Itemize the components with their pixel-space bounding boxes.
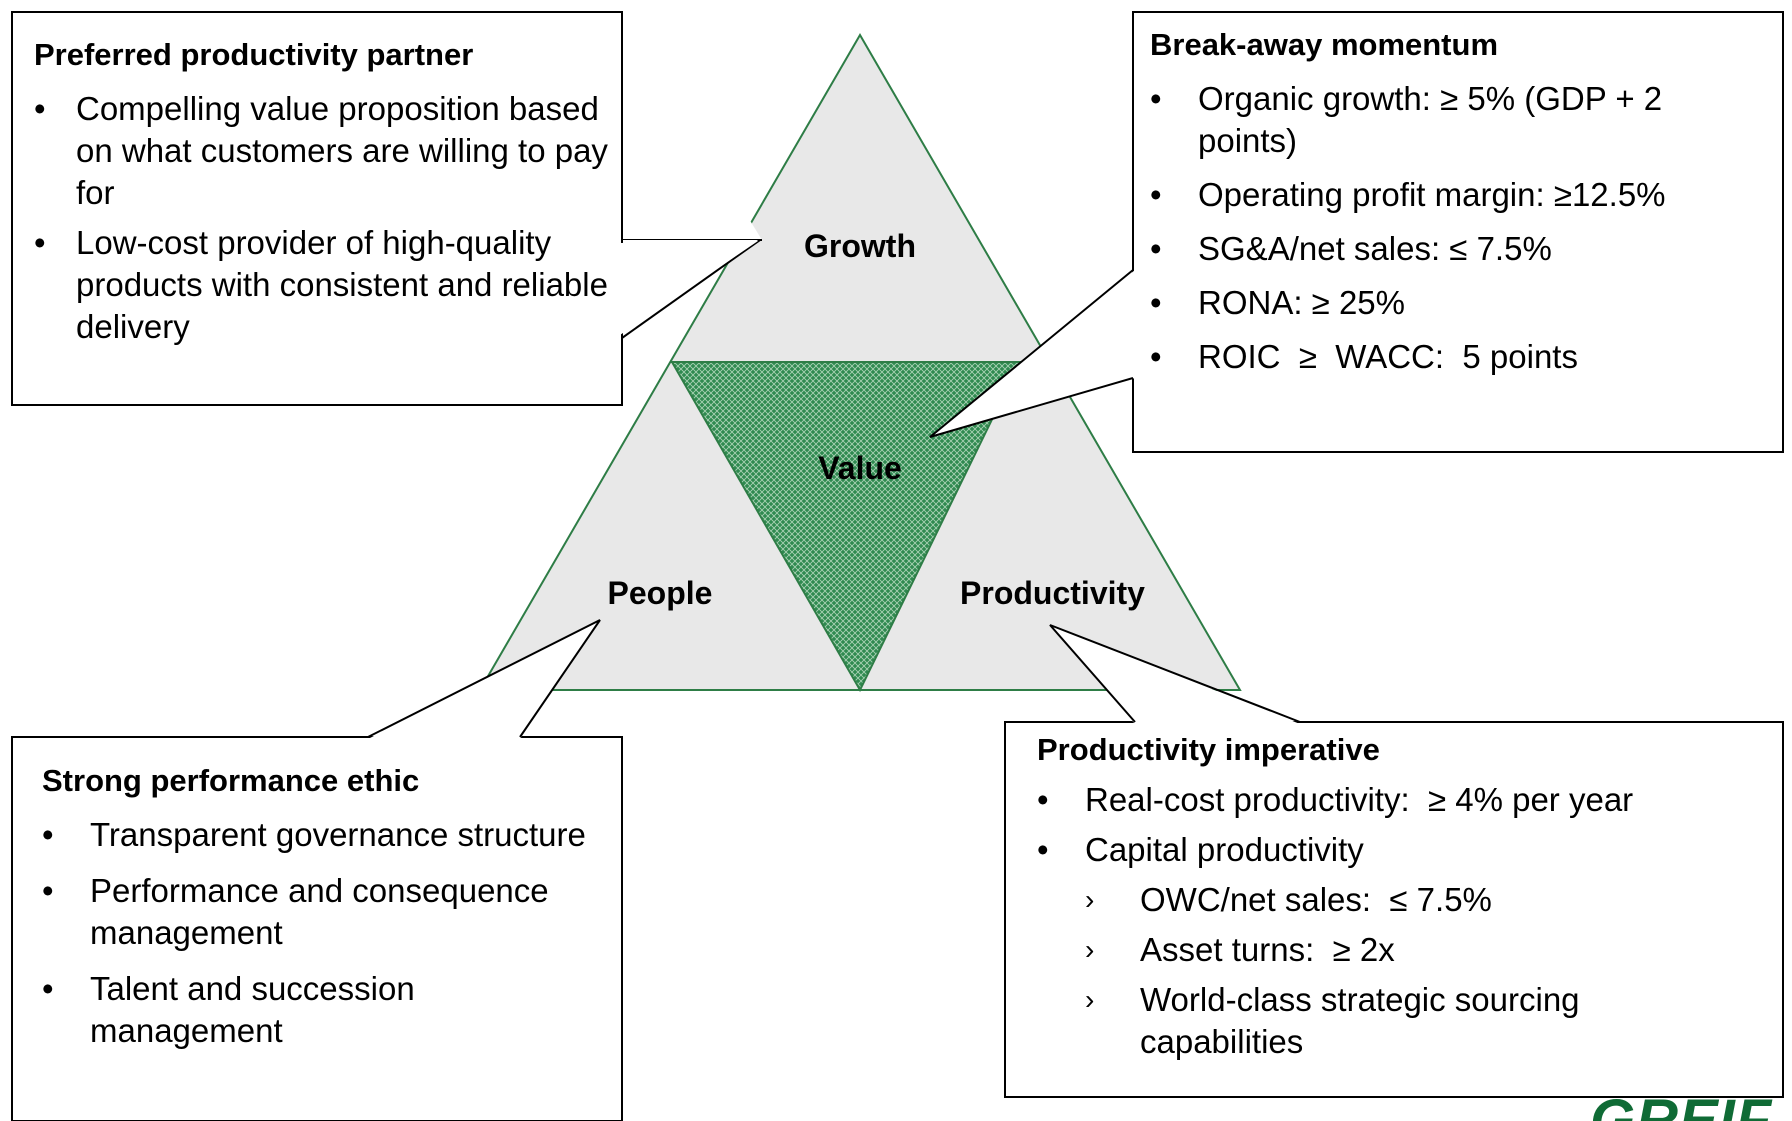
value-label: Value <box>818 450 902 486</box>
value-triangle <box>670 361 1022 693</box>
callout-pointer-edge <box>929 269 1134 438</box>
bullet-icon: • <box>1150 338 1162 375</box>
bullet-icon: • <box>42 872 54 909</box>
sub-bullet-text: World-class strategic sourcing capabilit… <box>1140 981 1580 1060</box>
callout-bottom-left <box>11 619 623 1121</box>
sub-bullet-text: Asset turns: ≥ 2x <box>1140 931 1395 968</box>
bullet-text: Compelling value proposition based on wh… <box>76 90 608 211</box>
bullet-icon: • <box>34 224 46 261</box>
bullet-list: • Compelling value proposition based on … <box>34 88 624 348</box>
bullet-text: Organic growth: ≥ 5% (GDP + 2 points) <box>1198 80 1663 159</box>
chevron-right-icon: › <box>1085 884 1095 915</box>
box-title: Break-away momentum <box>1150 27 1499 62</box>
list-item: • Real-cost productivity: ≥ 4% per year <box>1037 779 1777 821</box>
list-item: • RONA: ≥ 25% <box>1150 282 1770 324</box>
company-logo: GREIF <box>1582 1088 1792 1121</box>
list-item: • Talent and succession management <box>42 968 490 1052</box>
bullet-text: Operating profit margin: ≥12.5% <box>1198 176 1666 213</box>
list-item: • Transparent governance structure <box>42 814 610 856</box>
bullet-text: Low-cost provider of high-quality produc… <box>76 224 608 345</box>
productivity-label: Productivity <box>960 575 1145 611</box>
bullet-icon: • <box>42 970 54 1007</box>
bullet-text: Talent and succession management <box>90 970 415 1049</box>
list-item: • Organic growth: ≥ 5% (GDP + 2 points) <box>1150 78 1718 162</box>
bullet-list: • Transparent governance structure • Per… <box>42 814 622 1052</box>
list-item: › OWC/net sales: ≤ 7.5% <box>1085 879 1777 921</box>
callout-box <box>11 11 623 406</box>
bullet-icon: • <box>1150 176 1162 213</box>
bullet-list: • Real-cost productivity: ≥ 4% per year … <box>1037 779 1777 871</box>
list-item: • Capital productivity <box>1037 829 1777 871</box>
chevron-right-icon: › <box>1085 934 1095 965</box>
callout-pointer-edge <box>1049 624 1301 723</box>
list-item: › Asset turns: ≥ 2x <box>1085 929 1777 971</box>
preferred-productivity-partner-box: Preferred productivity partner • Compell… <box>34 36 624 348</box>
box-title: Preferred productivity partner <box>34 37 474 72</box>
callout-box <box>1132 11 1784 453</box>
bullet-text: ROIC ≥ WACC: 5 points <box>1198 338 1578 375</box>
people-label: People <box>607 575 713 611</box>
list-item: • Performance and consequence management <box>42 870 610 954</box>
list-item: • ROIC ≥ WACC: 5 points <box>1150 336 1770 378</box>
bullet-icon: • <box>1150 284 1162 321</box>
list-item: • Compelling value proposition based on … <box>34 88 616 214</box>
callout-box <box>1004 721 1784 1098</box>
bullet-text: Capital productivity <box>1085 831 1364 868</box>
sub-bullet-list: › OWC/net sales: ≤ 7.5% › Asset turns: ≥… <box>1085 879 1777 1063</box>
growth-label: Growth <box>804 228 916 264</box>
bullet-list: • Organic growth: ≥ 5% (GDP + 2 points) … <box>1150 78 1770 378</box>
callout-top-right <box>929 11 1784 453</box>
bullet-icon: • <box>1150 80 1162 117</box>
break-away-momentum-box: Break-away momentum • Organic growth: ≥ … <box>1150 26 1770 378</box>
callout-bottom-right <box>1004 624 1784 1098</box>
list-item: • Low-cost provider of high-quality prod… <box>34 222 616 348</box>
list-item: • Operating profit margin: ≥12.5% <box>1150 174 1770 216</box>
productivity-imperative-box: Productivity imperative • Real-cost prod… <box>1037 731 1777 1063</box>
callout-top-left <box>11 11 762 406</box>
bullet-icon: • <box>1037 781 1049 818</box>
bullet-text: Real-cost productivity: ≥ 4% per year <box>1085 781 1634 818</box>
bullet-text: Transparent governance structure <box>90 816 586 853</box>
bullet-icon: • <box>42 816 54 853</box>
bullet-text: RONA: ≥ 25% <box>1198 284 1406 321</box>
chevron-right-icon: › <box>1085 984 1095 1015</box>
bullet-icon: • <box>1150 230 1162 267</box>
bullet-text: SG&A/net sales: ≤ 7.5% <box>1198 230 1552 267</box>
logo-text: GREIF <box>1590 1088 1773 1121</box>
callout-pointer-edge <box>367 619 601 738</box>
box-title: Productivity imperative <box>1037 732 1380 767</box>
callout-cover <box>620 241 758 335</box>
bullet-icon: • <box>34 90 46 127</box>
callout-pointer <box>621 12 762 241</box>
sub-bullet-text: OWC/net sales: ≤ 7.5% <box>1140 881 1492 918</box>
bullet-text: Performance and consequence management <box>90 872 549 951</box>
list-item: › World-class strategic sourcing capabil… <box>1085 979 1600 1063</box>
list-item: • SG&A/net sales: ≤ 7.5% <box>1150 228 1770 270</box>
box-title: Strong performance ethic <box>42 763 420 798</box>
bullet-icon: • <box>1037 831 1049 868</box>
callout-pointer-edge <box>621 239 761 339</box>
callout-box <box>11 736 623 1121</box>
strong-performance-ethic-box: Strong performance ethic • Transparent g… <box>42 762 622 1052</box>
